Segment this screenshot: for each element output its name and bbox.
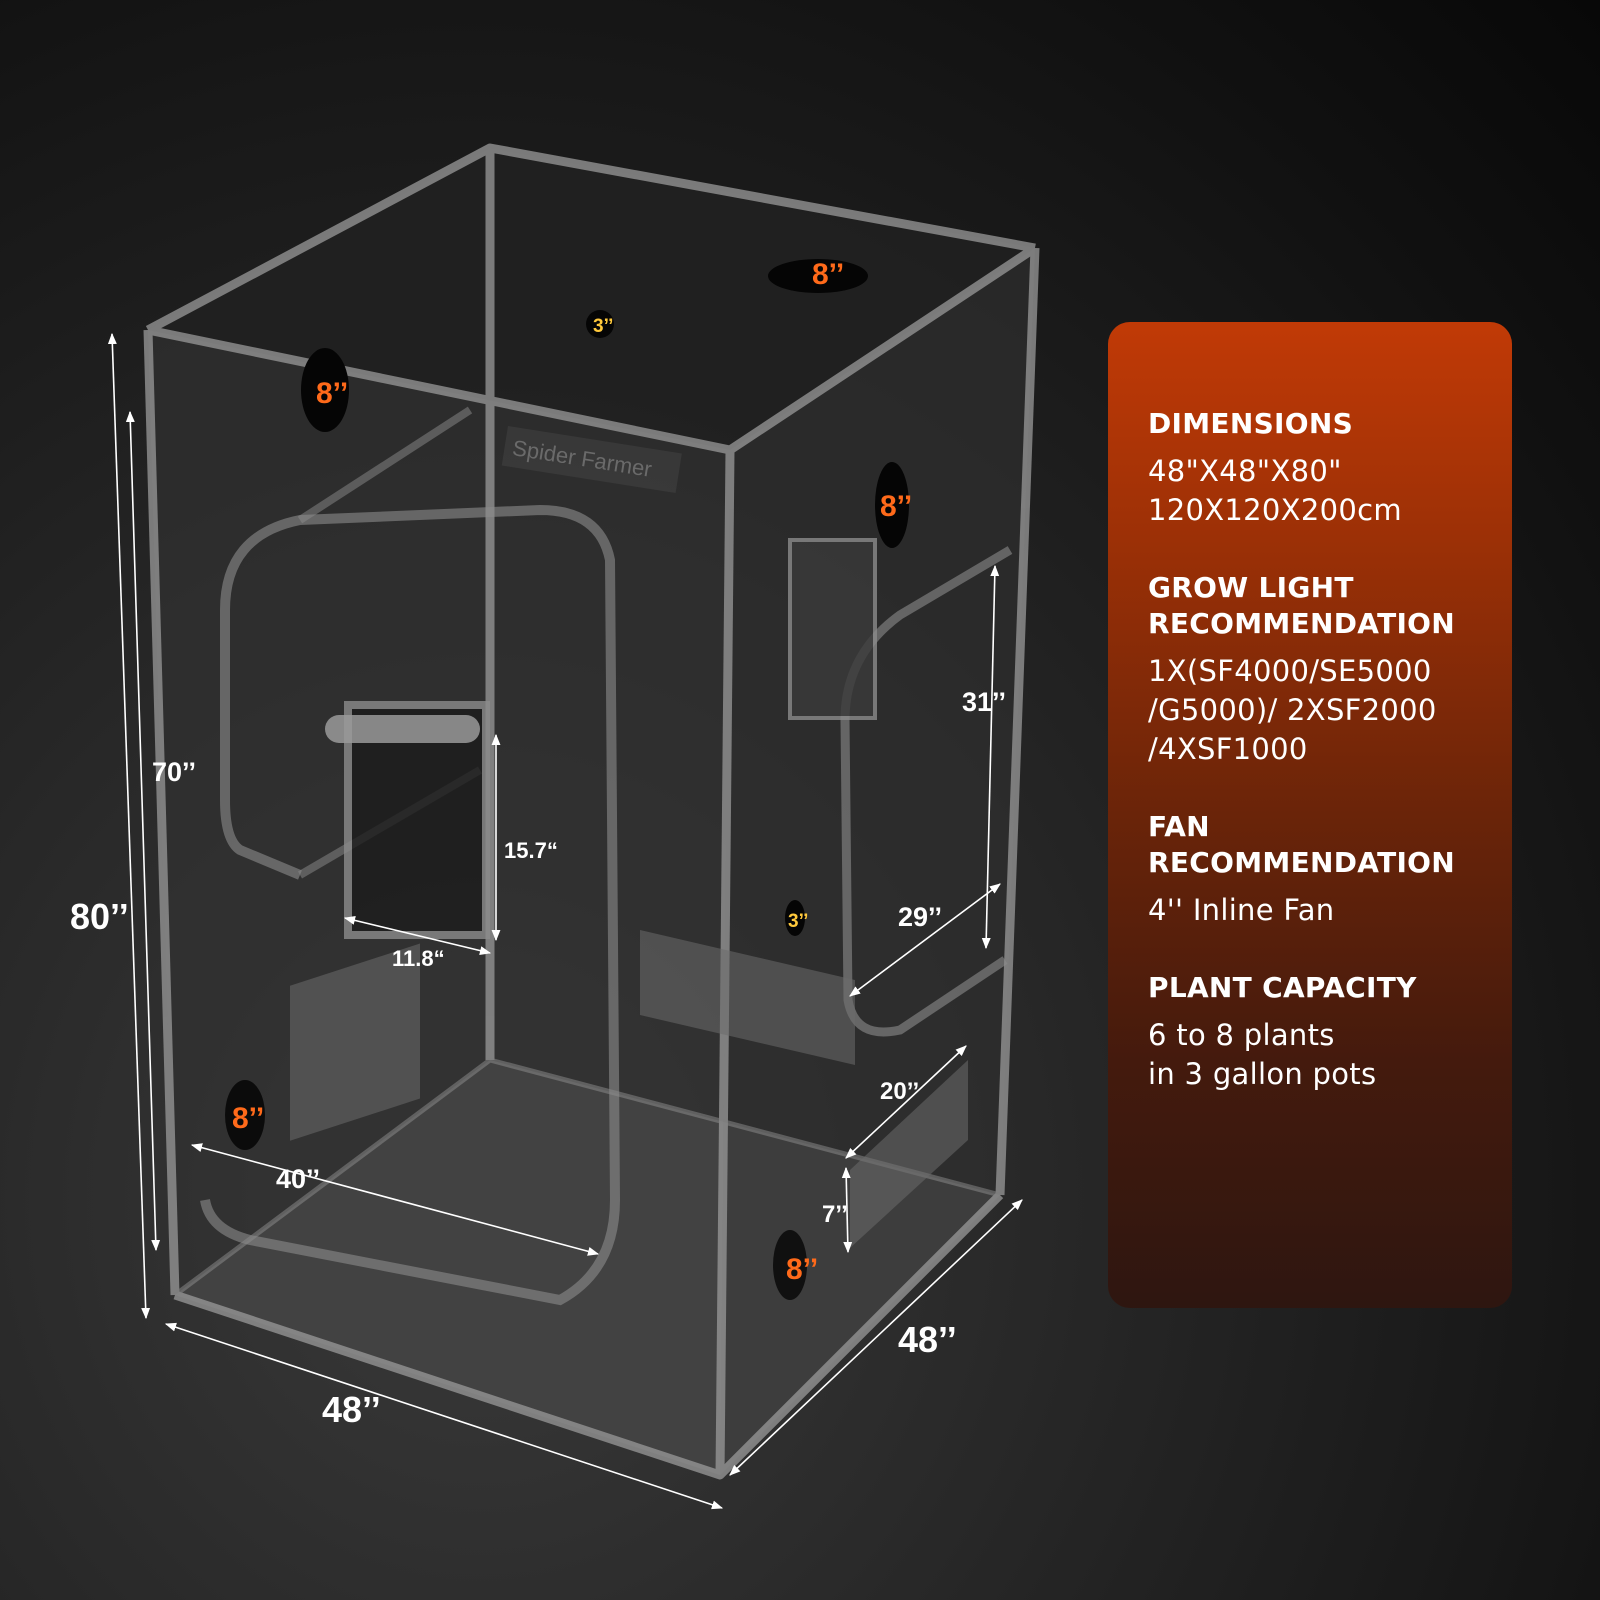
dim-label-window-w: 11.8“ bbox=[392, 946, 445, 971]
port-side-small bbox=[785, 900, 805, 936]
port-top-small bbox=[586, 310, 614, 338]
port-side-lower-label: 8’’ bbox=[786, 1253, 818, 1286]
spec-fan: FAN RECOMMENDATION 4'' Inline Fan bbox=[1148, 809, 1492, 930]
dim-label-29: 29’’ bbox=[898, 902, 942, 932]
dim-label-7: 7’’ bbox=[822, 1201, 848, 1228]
dim-label-40: 40’’ bbox=[276, 1164, 320, 1194]
dim-line-80 bbox=[107, 332, 151, 1320]
spec-dimensions-value: 48"X48"X80" 120X120X200cm bbox=[1148, 454, 1402, 527]
port-top-large-label: 8’’ bbox=[812, 258, 844, 291]
dim-line-7 bbox=[841, 1166, 853, 1254]
dim-label-31: 31’’ bbox=[962, 687, 1006, 717]
spec-plant-capacity-value: 6 to 8 plants in 3 gallon pots bbox=[1148, 1018, 1377, 1091]
frame-side-right bbox=[995, 247, 1040, 1196]
port-top-large bbox=[768, 259, 868, 293]
dim-line-29 bbox=[849, 883, 1001, 997]
spec-dimensions-heading: DIMENSIONS bbox=[1148, 407, 1354, 440]
port-front-lower-label: 8’’ bbox=[232, 1102, 264, 1135]
front-vent bbox=[290, 943, 420, 1141]
tool-pocket bbox=[788, 538, 877, 720]
port-front-upper bbox=[301, 348, 349, 432]
spec-grow-light-heading: GROW LIGHT RECOMMENDATION bbox=[1148, 571, 1456, 640]
spec-plant-capacity-heading: PLANT CAPACITY bbox=[1148, 971, 1417, 1004]
dimension-lines bbox=[107, 332, 1023, 1510]
spec-fan-value: 4'' Inline Fan bbox=[1148, 893, 1335, 927]
port-side-upper-label: 8’’ bbox=[880, 490, 912, 523]
window-roll bbox=[325, 715, 480, 743]
dim-line-depth-48 bbox=[729, 1199, 1023, 1476]
port-side-small-label: 3’’ bbox=[788, 911, 808, 932]
dim-label-depth-48: 48’’ bbox=[898, 1319, 957, 1360]
dim-label-80: 80’’ bbox=[70, 896, 129, 937]
spec-grow-light: GROW LIGHT RECOMMENDATION 1X(SF4000/SE50… bbox=[1148, 570, 1492, 769]
port-front-lower bbox=[225, 1080, 265, 1150]
port-top-small-label: 3’’ bbox=[593, 316, 613, 337]
dim-line-width-48 bbox=[164, 1322, 724, 1510]
spec-dimensions: DIMENSIONS 48"X48"X80" 120X120X200cm bbox=[1148, 406, 1492, 530]
dim-label-20: 20’’ bbox=[880, 1078, 919, 1105]
dim-label-window-h: 15.7“ bbox=[504, 838, 558, 863]
dim-line-70 bbox=[125, 410, 161, 1252]
port-side-upper bbox=[875, 462, 909, 548]
spec-grow-light-value: 1X(SF4000/SE5000 /G5000)/ 2XSF2000 /4XSF… bbox=[1148, 654, 1437, 766]
port-front-upper-label: 8’’ bbox=[316, 377, 348, 410]
dim-label-width-48: 48’’ bbox=[322, 1389, 381, 1430]
dim-line-20 bbox=[845, 1045, 967, 1159]
back-vent bbox=[640, 930, 855, 1065]
dim-line-window-w bbox=[343, 916, 492, 955]
dim-line-40 bbox=[190, 1143, 600, 1256]
spec-fan-heading: FAN RECOMMENDATION bbox=[1148, 810, 1456, 879]
spec-panel: DIMENSIONS 48"X48"X80" 120X120X200cm GRO… bbox=[1108, 322, 1512, 1308]
dim-label-70: 70’’ bbox=[152, 757, 196, 787]
spec-plant-capacity: PLANT CAPACITY 6 to 8 plants in 3 gallon… bbox=[1148, 970, 1492, 1094]
